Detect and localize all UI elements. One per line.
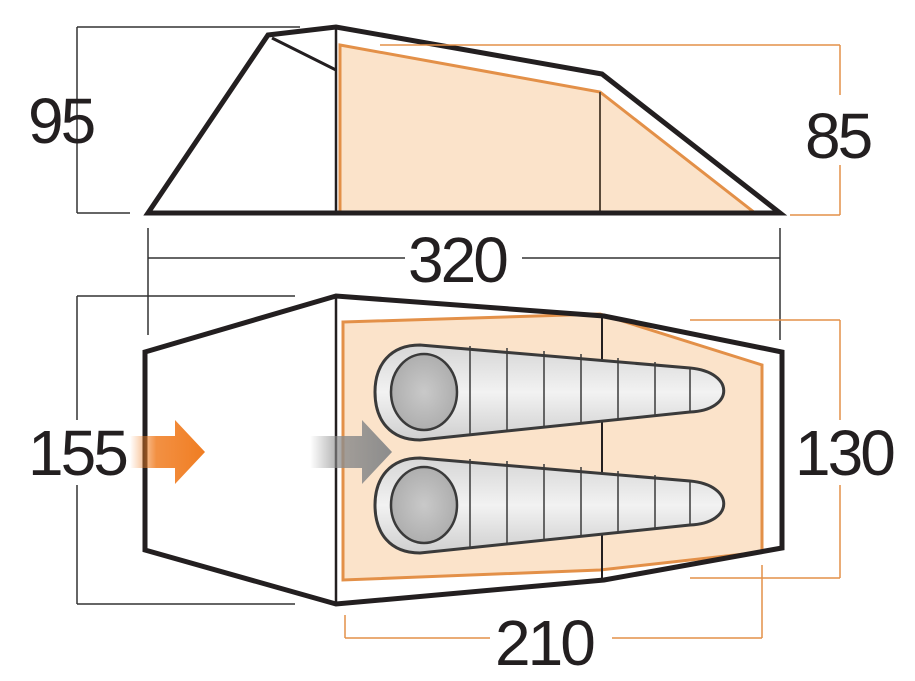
label-height-outer: 95 <box>28 85 94 157</box>
arrow-right-icon <box>130 420 205 484</box>
label-length-inner: 210 <box>495 607 594 679</box>
label-width-outer: 155 <box>28 417 126 489</box>
arrow-right-icon <box>310 420 392 484</box>
sleeping-bag-bottom <box>373 456 726 555</box>
dimension-lines <box>76 26 781 605</box>
label-height-inner: 85 <box>805 100 871 172</box>
inner-dimension-lines <box>344 44 841 639</box>
dimension-labels: 95 85 320 155 130 210 <box>28 85 897 679</box>
top-outer-fly <box>142 293 785 607</box>
top-view <box>130 293 785 607</box>
label-length-outer: 320 <box>408 224 507 296</box>
sleeping-bag-icon <box>373 343 726 555</box>
side-ridge-inner <box>271 36 337 72</box>
sleeping-bag-top <box>373 343 726 442</box>
side-outer-fly <box>143 24 788 216</box>
label-width-inner: 130 <box>795 417 894 489</box>
side-inner-tent <box>338 43 760 215</box>
side-view <box>143 24 788 216</box>
